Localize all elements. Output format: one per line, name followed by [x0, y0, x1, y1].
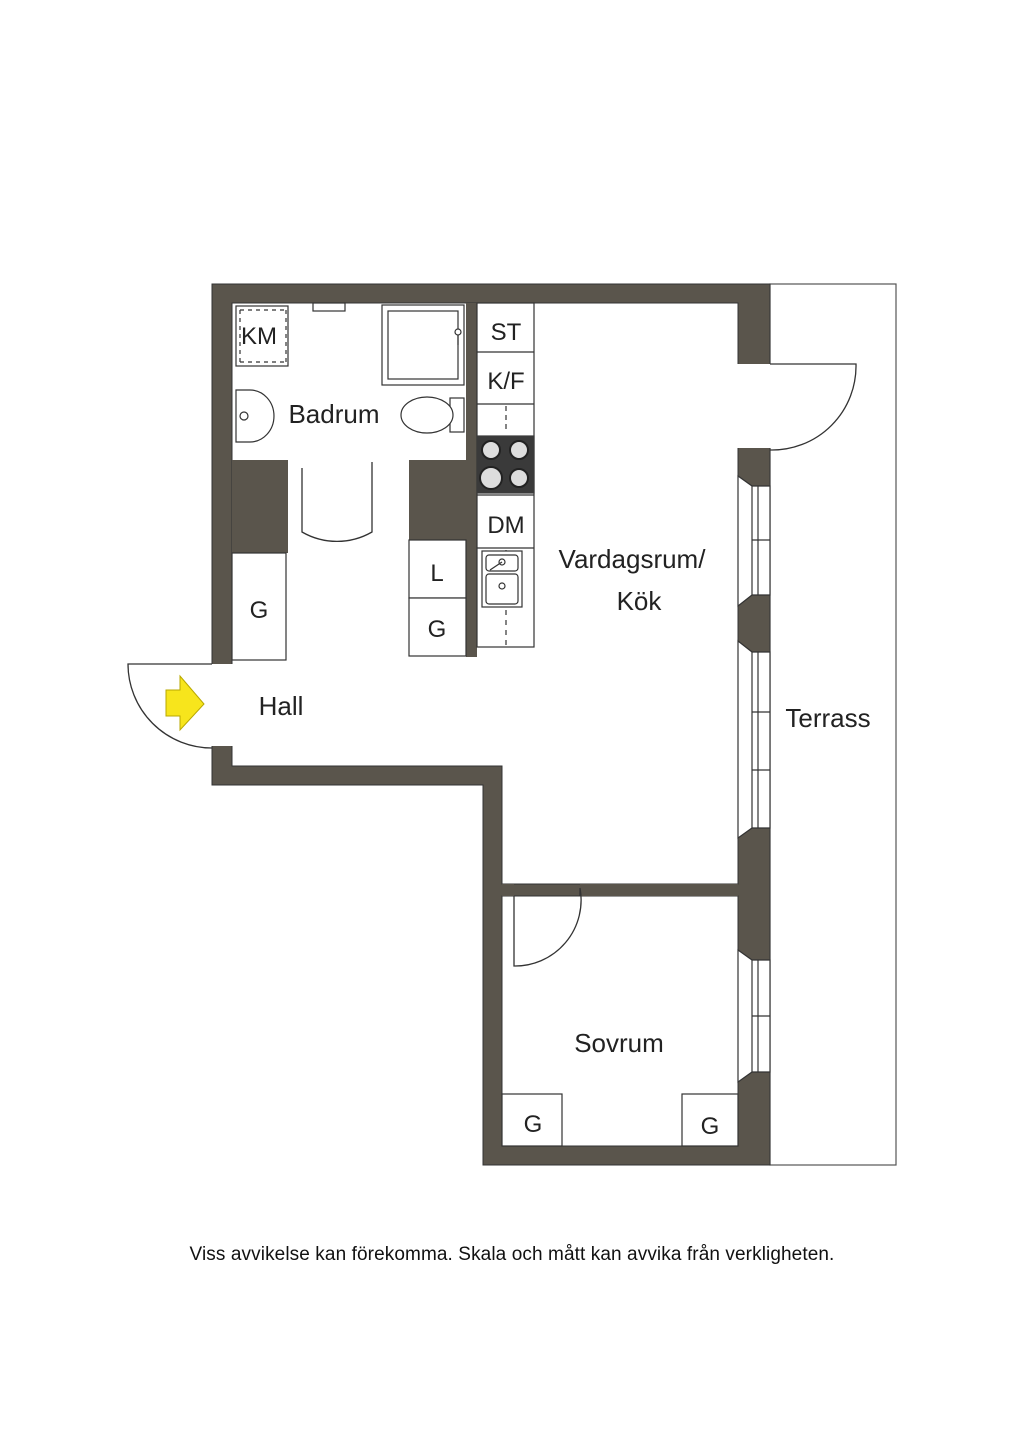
- wall-bedroom-top: [580, 884, 738, 896]
- kitchen-counter: [476, 302, 535, 648]
- toilet-icon: [400, 396, 465, 434]
- door-swings: [127, 363, 857, 967]
- hall-wardrobe-2: [408, 597, 467, 657]
- oven-label: ST: [491, 319, 522, 346]
- wall-bedroom-stub: [502, 884, 514, 896]
- washing-machine: [235, 305, 289, 367]
- hall-wardrobe-label: G: [250, 597, 269, 624]
- terrace-area: [769, 283, 897, 1166]
- closets: [231, 539, 739, 1147]
- entrance-opening: [210, 664, 234, 746]
- washing-machine-label: KM: [241, 323, 277, 350]
- wall-block-hall-left: [232, 460, 288, 553]
- room-label-badrum: Badrum: [288, 399, 379, 429]
- windows: [737, 474, 771, 1084]
- room-label-terrass: Terrass: [785, 703, 870, 733]
- linen-closet-label: L: [430, 560, 443, 587]
- bathroom-door-opening: [302, 458, 372, 464]
- balcony-door-opening: [736, 364, 772, 448]
- hall-wardrobe: [231, 552, 287, 661]
- bedroom-wardrobe-left: [501, 1093, 563, 1147]
- entrance-arrow-icon: [165, 674, 205, 732]
- shower-icon: [381, 304, 465, 386]
- bedroom-wardrobe-left-label: G: [524, 1111, 543, 1138]
- fridge-freezer-label: K/F: [487, 368, 524, 395]
- bedroom-wardrobe-right: [681, 1093, 739, 1147]
- dishwasher-label: DM: [487, 512, 524, 539]
- bedroom-wardrobe-right-label: G: [701, 1113, 720, 1140]
- room-label-sovrum: Sovrum: [574, 1028, 664, 1058]
- wall-strip-kitchen: [466, 303, 477, 657]
- hall-wardrobe-2-label: G: [428, 616, 447, 643]
- sink-icon: [481, 550, 523, 608]
- room-label-vardagsrum: Vardagsrum/: [559, 544, 707, 574]
- room-label-hall: Hall: [259, 691, 304, 721]
- linen-closet: [408, 539, 467, 599]
- bathroom-radiator: [312, 302, 346, 312]
- washbasin-icon: [235, 389, 275, 443]
- hob-icon: [476, 435, 535, 494]
- wall-block-center: [409, 460, 466, 540]
- bathroom-fixtures: [235, 302, 465, 443]
- room-label-kok: Kök: [617, 586, 663, 616]
- disclaimer-text: Viss avvikelse kan förekomma. Skala och …: [189, 1244, 835, 1265]
